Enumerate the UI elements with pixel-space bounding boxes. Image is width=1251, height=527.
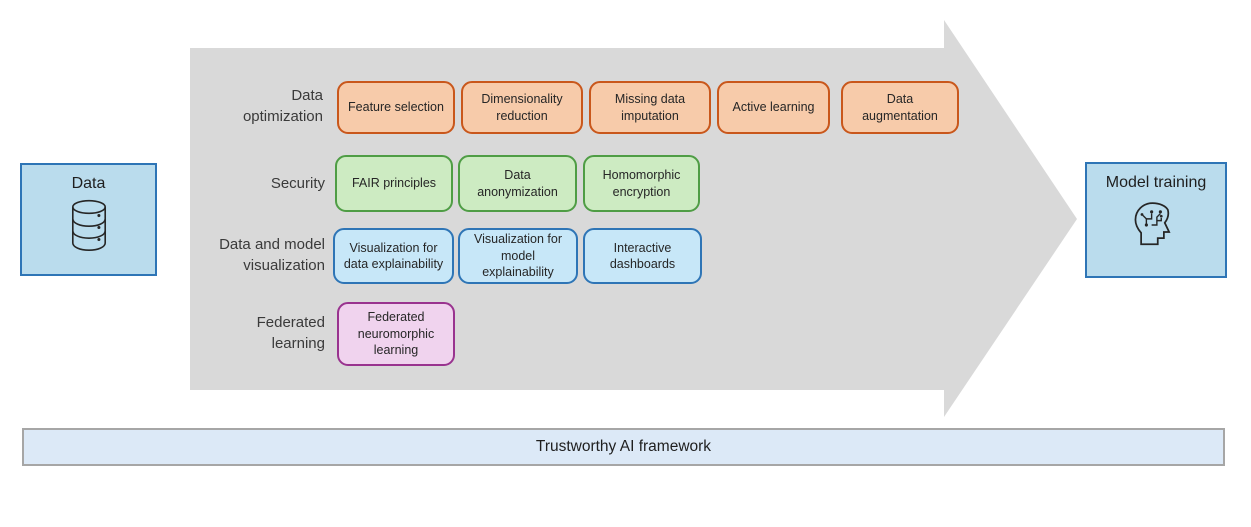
data-source-box: Data xyxy=(20,163,157,276)
row-label-data-model-visualization: Data and model visualization xyxy=(219,236,325,274)
stage-visualization-data-explainability: Visualization for data explainability xyxy=(333,228,454,284)
stage-data-augmentation: Data augmentation xyxy=(841,81,959,134)
row-label-security: Security xyxy=(270,175,325,192)
stage-active-learning: Active learning xyxy=(717,81,830,134)
stage-visualization-model-explainability: Visualization for model explainability xyxy=(458,228,578,284)
stage-missing-data-imputation: Missing data imputation xyxy=(589,81,711,134)
flow-arrow-shape xyxy=(190,20,1077,417)
stage-feature-selection: Feature selection xyxy=(337,81,455,134)
row-label-data-optimization: Data optimization xyxy=(242,87,323,125)
data-source-label: Data xyxy=(71,175,106,192)
stage-federated-neuromorphic-learning: Federated neuromorphic learning xyxy=(337,302,455,366)
stage-data-anonymization: Data anonymization xyxy=(458,155,577,212)
model-training-box: Model training xyxy=(1085,162,1227,278)
head-circuit-icon xyxy=(1087,197,1225,258)
stage-homomorphic-encryption: Homomorphic encryption xyxy=(583,155,700,212)
stage-dimensionality-reduction: Dimensionality reduction xyxy=(461,81,583,134)
trustworthy-ai-framework-bar: Trustworthy AI framework xyxy=(22,428,1225,466)
stage-interactive-dashboards: Interactive dashboards xyxy=(583,228,702,284)
model-training-label: Model training xyxy=(1105,174,1207,191)
trustworthy-ai-framework-label: Trustworthy AI framework xyxy=(535,438,712,455)
row-label-federated-learning: Federated learning xyxy=(256,314,325,352)
database-icon xyxy=(22,198,155,257)
stage-fair-principles: FAIR principles xyxy=(335,155,453,212)
